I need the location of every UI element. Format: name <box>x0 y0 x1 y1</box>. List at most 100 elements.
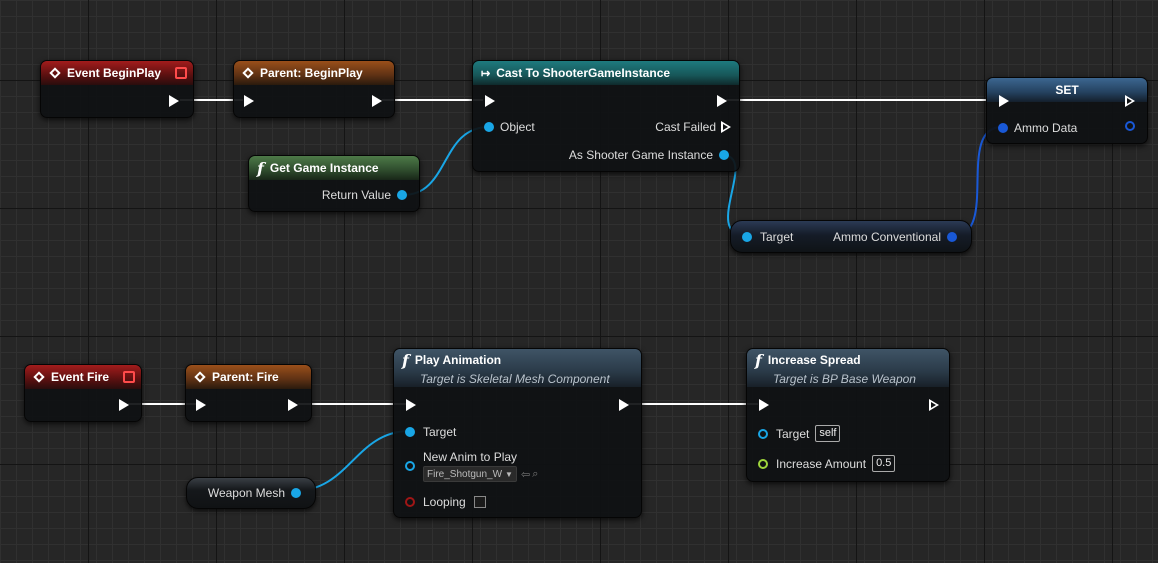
get-game-instance-title: Get Game Instance <box>269 161 379 175</box>
cast-object-pin-row[interactable]: Object <box>484 120 535 134</box>
exec-in-pin[interactable] <box>196 399 206 411</box>
event-beginplay-exec-out[interactable] <box>169 95 179 107</box>
exec-in-pin[interactable] <box>485 95 495 107</box>
increase-spread-exec-in[interactable] <box>759 399 769 411</box>
anim-asset-dropdown[interactable]: Fire_Shotgun_W ▼ <box>423 466 517 482</box>
increase-amount-row[interactable]: Increase Amount 0.5 <box>758 455 896 472</box>
exec-out-pin[interactable] <box>717 95 727 107</box>
looping-checkbox[interactable] <box>473 496 486 508</box>
event-fire-header[interactable]: Event Fire <box>25 365 141 389</box>
return-value-label: Return Value <box>321 188 391 202</box>
play-animation-node[interactable]: f Play Animation Target is Skeletal Mesh… <box>393 348 642 518</box>
exec-in-pin[interactable] <box>244 95 254 107</box>
return-value-pin[interactable] <box>397 190 407 200</box>
event-beginplay-title: Event BeginPlay <box>67 66 162 80</box>
event-beginplay-node[interactable]: Event BeginPlay <box>40 60 194 118</box>
event-fire-exec-out[interactable] <box>119 399 129 411</box>
object-input-pin[interactable] <box>484 122 494 132</box>
ammo-target-row[interactable]: Target <box>742 230 793 244</box>
arrow-left-icon[interactable]: ⇦ <box>520 468 531 481</box>
new-anim-pin[interactable] <box>405 461 415 471</box>
play-animation-exec-in[interactable] <box>406 399 416 411</box>
new-anim-row[interactable]: New Anim to Play Fire_Shotgun_W ▼ ⇦ ⌕ <box>405 450 538 482</box>
chevron-down-icon: ▼ <box>505 469 513 479</box>
function-f-icon: f <box>257 158 264 178</box>
increase-amount-label: Increase Amount <box>776 456 867 471</box>
ammo-conventional-node[interactable]: Target Ammo Conventional <box>730 220 972 253</box>
diamond-icon <box>194 371 206 383</box>
weapon-mesh-node[interactable]: Weapon Mesh <box>186 477 316 509</box>
play-animation-exec-out[interactable] <box>619 399 629 411</box>
exec-out-pin[interactable] <box>929 399 939 411</box>
exec-out-pin[interactable] <box>169 95 179 107</box>
ammo-data-output-pin[interactable] <box>1125 121 1135 131</box>
cast-as-instance-row[interactable]: As Shooter Game Instance <box>569 148 729 162</box>
exec-in-pin[interactable] <box>759 399 769 411</box>
exec-out-pin[interactable] <box>372 95 382 107</box>
parent-beginplay-header[interactable]: Parent: BeginPlay <box>234 61 394 85</box>
ammo-conventional-output-row[interactable]: Ammo Conventional <box>833 230 957 244</box>
parent-beginplay-exec-in[interactable] <box>244 95 254 107</box>
spread-target-value[interactable]: self <box>815 425 841 442</box>
cast-header[interactable]: ↦ Cast To ShooterGameInstance <box>473 61 739 85</box>
play-target-pin[interactable] <box>405 427 415 437</box>
ammo-conventional-label: Ammo Conventional <box>832 230 941 244</box>
get-game-instance-header[interactable]: f Get Game Instance <box>249 156 419 180</box>
parent-fire-header[interactable]: Parent: Fire <box>186 365 311 389</box>
red-square-icon <box>175 67 187 79</box>
exec-out-pin[interactable] <box>288 399 298 411</box>
parent-beginplay-exec-out[interactable] <box>372 95 382 107</box>
exec-out-pin[interactable] <box>619 399 629 411</box>
parent-fire-exec-out[interactable] <box>288 399 298 411</box>
spread-target-row[interactable]: Target self <box>758 425 841 442</box>
play-animation-header[interactable]: f Play Animation Target is Skeletal Mesh… <box>394 349 641 387</box>
weapon-mesh-label: Weapon Mesh <box>207 486 285 500</box>
increase-spread-node[interactable]: f Increase Spread Target is BP Base Weap… <box>746 348 950 482</box>
increase-spread-subtitle: Target is BP Base Weapon <box>773 371 916 386</box>
parent-fire-exec-in[interactable] <box>196 399 206 411</box>
spread-target-pin[interactable] <box>758 428 768 439</box>
cast-object-label: Object <box>500 120 535 134</box>
event-fire-node[interactable]: Event Fire <box>24 364 142 422</box>
diamond-icon <box>49 67 61 79</box>
set-exec-out[interactable] <box>1125 95 1135 107</box>
exec-in-pin[interactable] <box>406 399 416 411</box>
set-exec-in[interactable] <box>999 95 1009 107</box>
looping-row[interactable]: Looping <box>405 495 486 509</box>
ammo-target-pin[interactable] <box>742 232 752 242</box>
weapon-mesh-row[interactable]: Weapon Mesh <box>208 486 301 500</box>
set-header[interactable]: SET <box>987 78 1147 102</box>
ammo-data-output-row[interactable] <box>1125 121 1135 131</box>
magnifier-icon[interactable]: ⌕ <box>532 467 539 480</box>
weapon-mesh-output-pin[interactable] <box>291 488 301 498</box>
exec-in-pin[interactable] <box>999 95 1009 107</box>
ammo-conventional-output-pin[interactable] <box>947 232 957 242</box>
increase-amount-value[interactable]: 0.5 <box>872 455 896 472</box>
parent-beginplay-node[interactable]: Parent: BeginPlay <box>233 60 395 118</box>
set-node[interactable]: SET Ammo Data <box>986 77 1148 144</box>
return-value-row[interactable]: Return Value <box>322 188 407 202</box>
cast-node[interactable]: ↦ Cast To ShooterGameInstance Object Cas… <box>472 60 740 172</box>
parent-fire-title: Parent: Fire <box>212 370 279 384</box>
spread-target-label: Target <box>776 426 810 441</box>
play-target-row[interactable]: Target <box>405 425 456 439</box>
cast-failed-row[interactable]: Cast Failed <box>655 120 731 134</box>
cast-failed-exec-pin[interactable] <box>721 121 731 133</box>
parent-fire-node[interactable]: Parent: Fire <box>185 364 312 422</box>
exec-out-pin[interactable] <box>1125 95 1135 107</box>
exec-out-pin[interactable] <box>119 399 129 411</box>
as-instance-output-pin[interactable] <box>719 150 729 160</box>
cast-exec-out[interactable] <box>717 95 727 107</box>
ammo-data-input-row[interactable]: Ammo Data <box>998 121 1077 135</box>
event-beginplay-header[interactable]: Event BeginPlay <box>41 61 193 85</box>
increase-spread-exec-out[interactable] <box>929 399 939 411</box>
increase-spread-header[interactable]: f Increase Spread Target is BP Base Weap… <box>747 349 949 387</box>
get-game-instance-node[interactable]: f Get Game Instance Return Value <box>248 155 420 212</box>
ammo-data-input-pin[interactable] <box>998 123 1008 133</box>
function-f-icon: f <box>402 350 409 370</box>
looping-pin[interactable] <box>405 497 415 507</box>
cast-exec-in[interactable] <box>485 95 495 107</box>
parent-beginplay-title: Parent: BeginPlay <box>260 66 363 80</box>
increase-amount-pin[interactable] <box>758 458 768 469</box>
